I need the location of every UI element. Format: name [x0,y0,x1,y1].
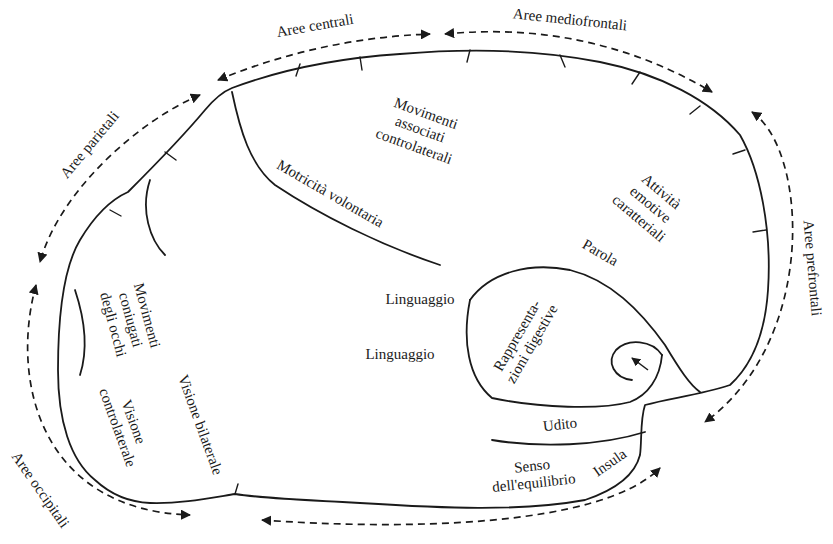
region-label: Linguaggio [363,346,436,363]
region-label: Rappresenta- zioni digestive [483,285,567,396]
gyrus-notches [110,50,766,494]
region-label: Aree prefrontali [799,217,825,318]
temporal-sulcus [492,432,645,445]
region-label: Insula [588,444,631,481]
region-label: Aree mediofrontali [510,5,630,35]
region-label: Senso dell'equilibrio [488,453,579,496]
region-label: Parola [577,235,622,271]
region-label: Attività emotive caratteriali [607,163,692,246]
occipital-sulcus [75,290,85,375]
dashed-range-arrow [40,95,200,262]
region-label: Movimenti associati controlaterali [372,91,469,168]
dashed-range-arrow [445,32,712,92]
brain-outline [58,51,769,508]
region-label: Linguaggio [383,291,456,308]
region-label: Visione controlaterale [94,378,156,471]
dashed-range-arrow [705,112,793,422]
region-label: Aree centrali [273,10,357,41]
region-label: Visione bilaterale [173,371,227,480]
region-label: Aree occipitali [6,447,73,533]
region-label: Movimenti coniugati degli occhi [94,273,166,368]
dashed-range-arrow [218,34,430,80]
region-label: Motricità volontaria [272,155,388,232]
region-label: Aree parietali [56,107,125,184]
small-arrow [632,358,648,370]
parietal-sulcus [146,180,165,255]
insula-hook [612,342,662,380]
region-label: Udito [540,414,580,435]
